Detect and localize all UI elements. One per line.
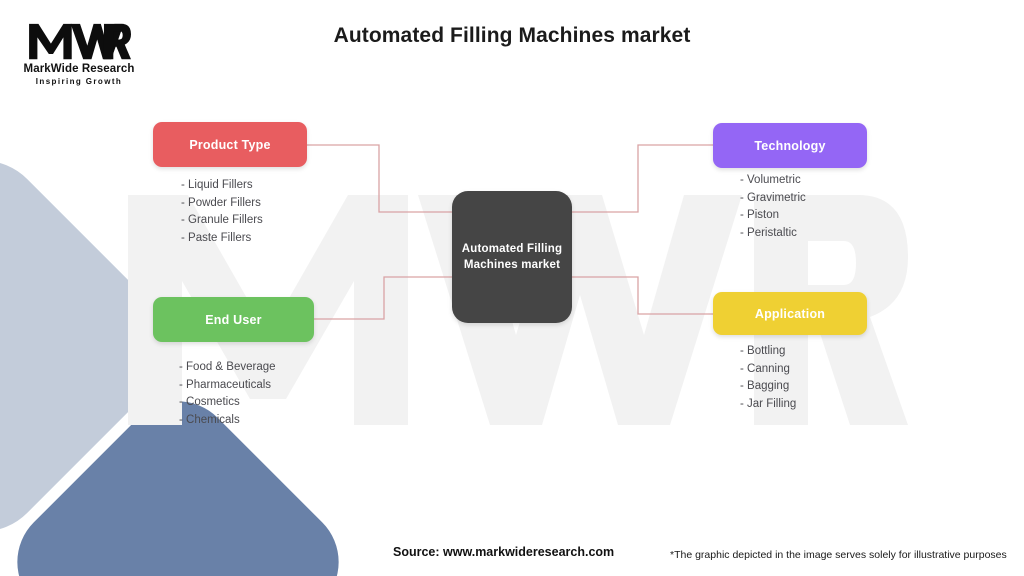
branch-node-technology[interactable]: Technology: [713, 123, 867, 168]
branch-list-product-type: - Liquid Fillers - Powder Fillers - Gran…: [181, 177, 263, 247]
page-title: Automated Filling Machines market: [333, 24, 691, 47]
list-item: - Granule Fillers: [181, 214, 263, 227]
logo-company-name: MarkWide Research: [23, 63, 135, 75]
mwr-monogram-icon: [29, 23, 131, 60]
connector-product-type: [307, 144, 452, 213]
list-item: - Cosmetics: [179, 396, 240, 409]
branch-node-product-type[interactable]: Product Type: [153, 122, 307, 167]
branch-list-technology: - Volumetric - Gravimetric - Piston - Pe…: [740, 172, 806, 242]
list-item: - Bottling: [740, 345, 786, 357]
list-item: - Canning: [740, 362, 790, 375]
branch-list-end-user: - Food & Beverage - Pharmaceuticals - Co…: [179, 359, 276, 429]
branch-label-product-type: Product Type: [189, 137, 271, 152]
footer-disclaimer: *The graphic depicted in the image serve…: [670, 549, 1007, 561]
logo-tagline: Inspiring Growth: [35, 76, 123, 86]
center-node-label-line2: Machines market: [463, 259, 561, 271]
list-item: - Piston: [740, 209, 779, 222]
list-item: - Volumetric: [740, 174, 801, 186]
list-item: - Bagging: [740, 380, 790, 393]
list-item: - Pharmaceuticals: [179, 378, 272, 391]
list-item: - Powder Fillers: [181, 196, 261, 209]
center-node[interactable]: Automated Filling Machines market: [452, 191, 572, 323]
branch-label-technology: Technology: [754, 138, 826, 153]
list-item: - Gravimetric: [740, 191, 806, 204]
list-item: - Food & Beverage: [179, 361, 276, 373]
branch-label-application: Application: [754, 306, 826, 321]
center-node-label-line1: Automated Filling: [461, 242, 563, 255]
branch-node-end-user[interactable]: End User: [153, 297, 314, 342]
list-item: - Paste Fillers: [181, 231, 252, 244]
list-item: - Peristaltic: [740, 226, 797, 239]
branch-list-application: - Bottling - Canning - Bagging - Jar Fil…: [740, 343, 796, 413]
list-item: - Chemicals: [179, 413, 240, 426]
list-item: - Jar Filling: [740, 397, 797, 410]
branch-node-application[interactable]: Application: [713, 292, 867, 335]
footer-source: Source: www.markwideresearch.com: [393, 545, 615, 559]
connector-application: [572, 276, 713, 315]
list-item: - Liquid Fillers: [181, 179, 253, 191]
branch-label-end-user: End User: [205, 312, 262, 327]
connector-end-user: [314, 276, 452, 320]
connector-technology: [572, 144, 713, 213]
brand-logo: MarkWide Research Inspiring Growth: [16, 20, 142, 86]
center-node-label: Automated Filling Machines market: [462, 241, 563, 274]
